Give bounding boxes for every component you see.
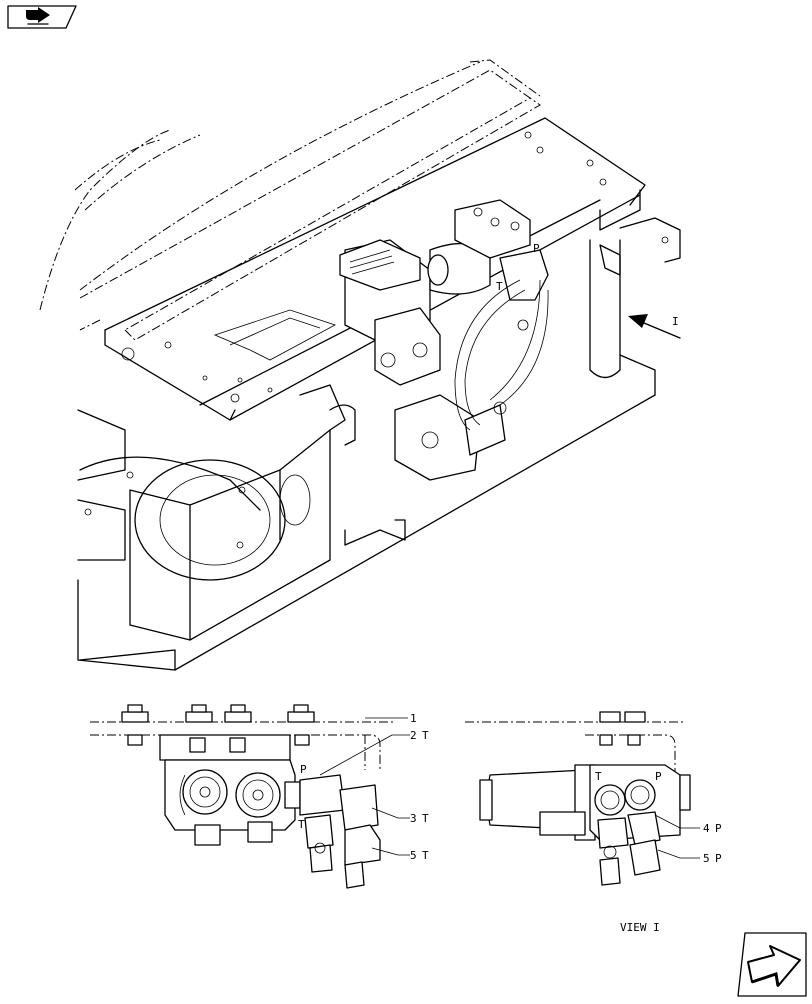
svg-text:4: 4 <box>703 822 710 835</box>
callout-5: 5 T <box>410 849 429 862</box>
detail-right-port-t: T <box>595 770 602 783</box>
next-page-arrow-icon[interactable] <box>737 932 807 997</box>
svg-text:T: T <box>422 849 429 862</box>
callout-4: 4 P <box>703 822 722 835</box>
view-label: VIEW I <box>620 921 660 934</box>
floor-plate <box>104 117 646 421</box>
callout-3: 3 T <box>410 812 429 825</box>
svg-text:T: T <box>422 729 429 742</box>
svg-text:1: 1 <box>410 712 417 725</box>
svg-text:5: 5 <box>703 852 710 865</box>
svg-text:P: P <box>715 852 722 865</box>
base-frame <box>77 384 356 641</box>
callout-5-right: 5 P <box>703 852 722 865</box>
detail-view-left: P T 1 2 T 3 T 5 T <box>90 704 429 889</box>
solenoid-right <box>479 764 596 841</box>
support-post <box>589 189 681 379</box>
svg-text:T: T <box>422 812 429 825</box>
svg-text:2: 2 <box>410 729 417 742</box>
svg-text:3: 3 <box>410 812 417 825</box>
main-port-p: P <box>533 242 540 255</box>
fittings-right <box>597 811 661 886</box>
cab-outline <box>39 59 541 341</box>
fittings-left <box>284 774 381 889</box>
svg-text:P: P <box>715 822 722 835</box>
valve-block-cluster: P T <box>339 199 549 481</box>
view-arrow: I <box>628 314 681 339</box>
svg-text:5: 5 <box>410 849 417 862</box>
mounting-bolts-left <box>121 704 315 746</box>
detail-right-port-p: P <box>655 770 662 783</box>
detail-left-port-t: T <box>298 818 305 831</box>
detail-view-right: T P 4 P 5 P VIEW I <box>465 711 722 934</box>
callout-2: 2 T <box>410 729 429 742</box>
detail-left-port-p: P <box>300 763 307 776</box>
book-arrow-icon[interactable] <box>7 5 77 29</box>
main-assembly-view: I P T <box>39 59 681 671</box>
callouts-right: 4 P 5 P <box>654 814 722 865</box>
main-port-t: T <box>496 280 503 293</box>
callouts-left: 1 2 T 3 T 5 T <box>319 712 429 862</box>
lower-platform <box>77 354 656 671</box>
callout-1: 1 <box>410 712 417 725</box>
valve-body-left <box>164 759 296 846</box>
view-arrow-label: I <box>672 315 679 328</box>
